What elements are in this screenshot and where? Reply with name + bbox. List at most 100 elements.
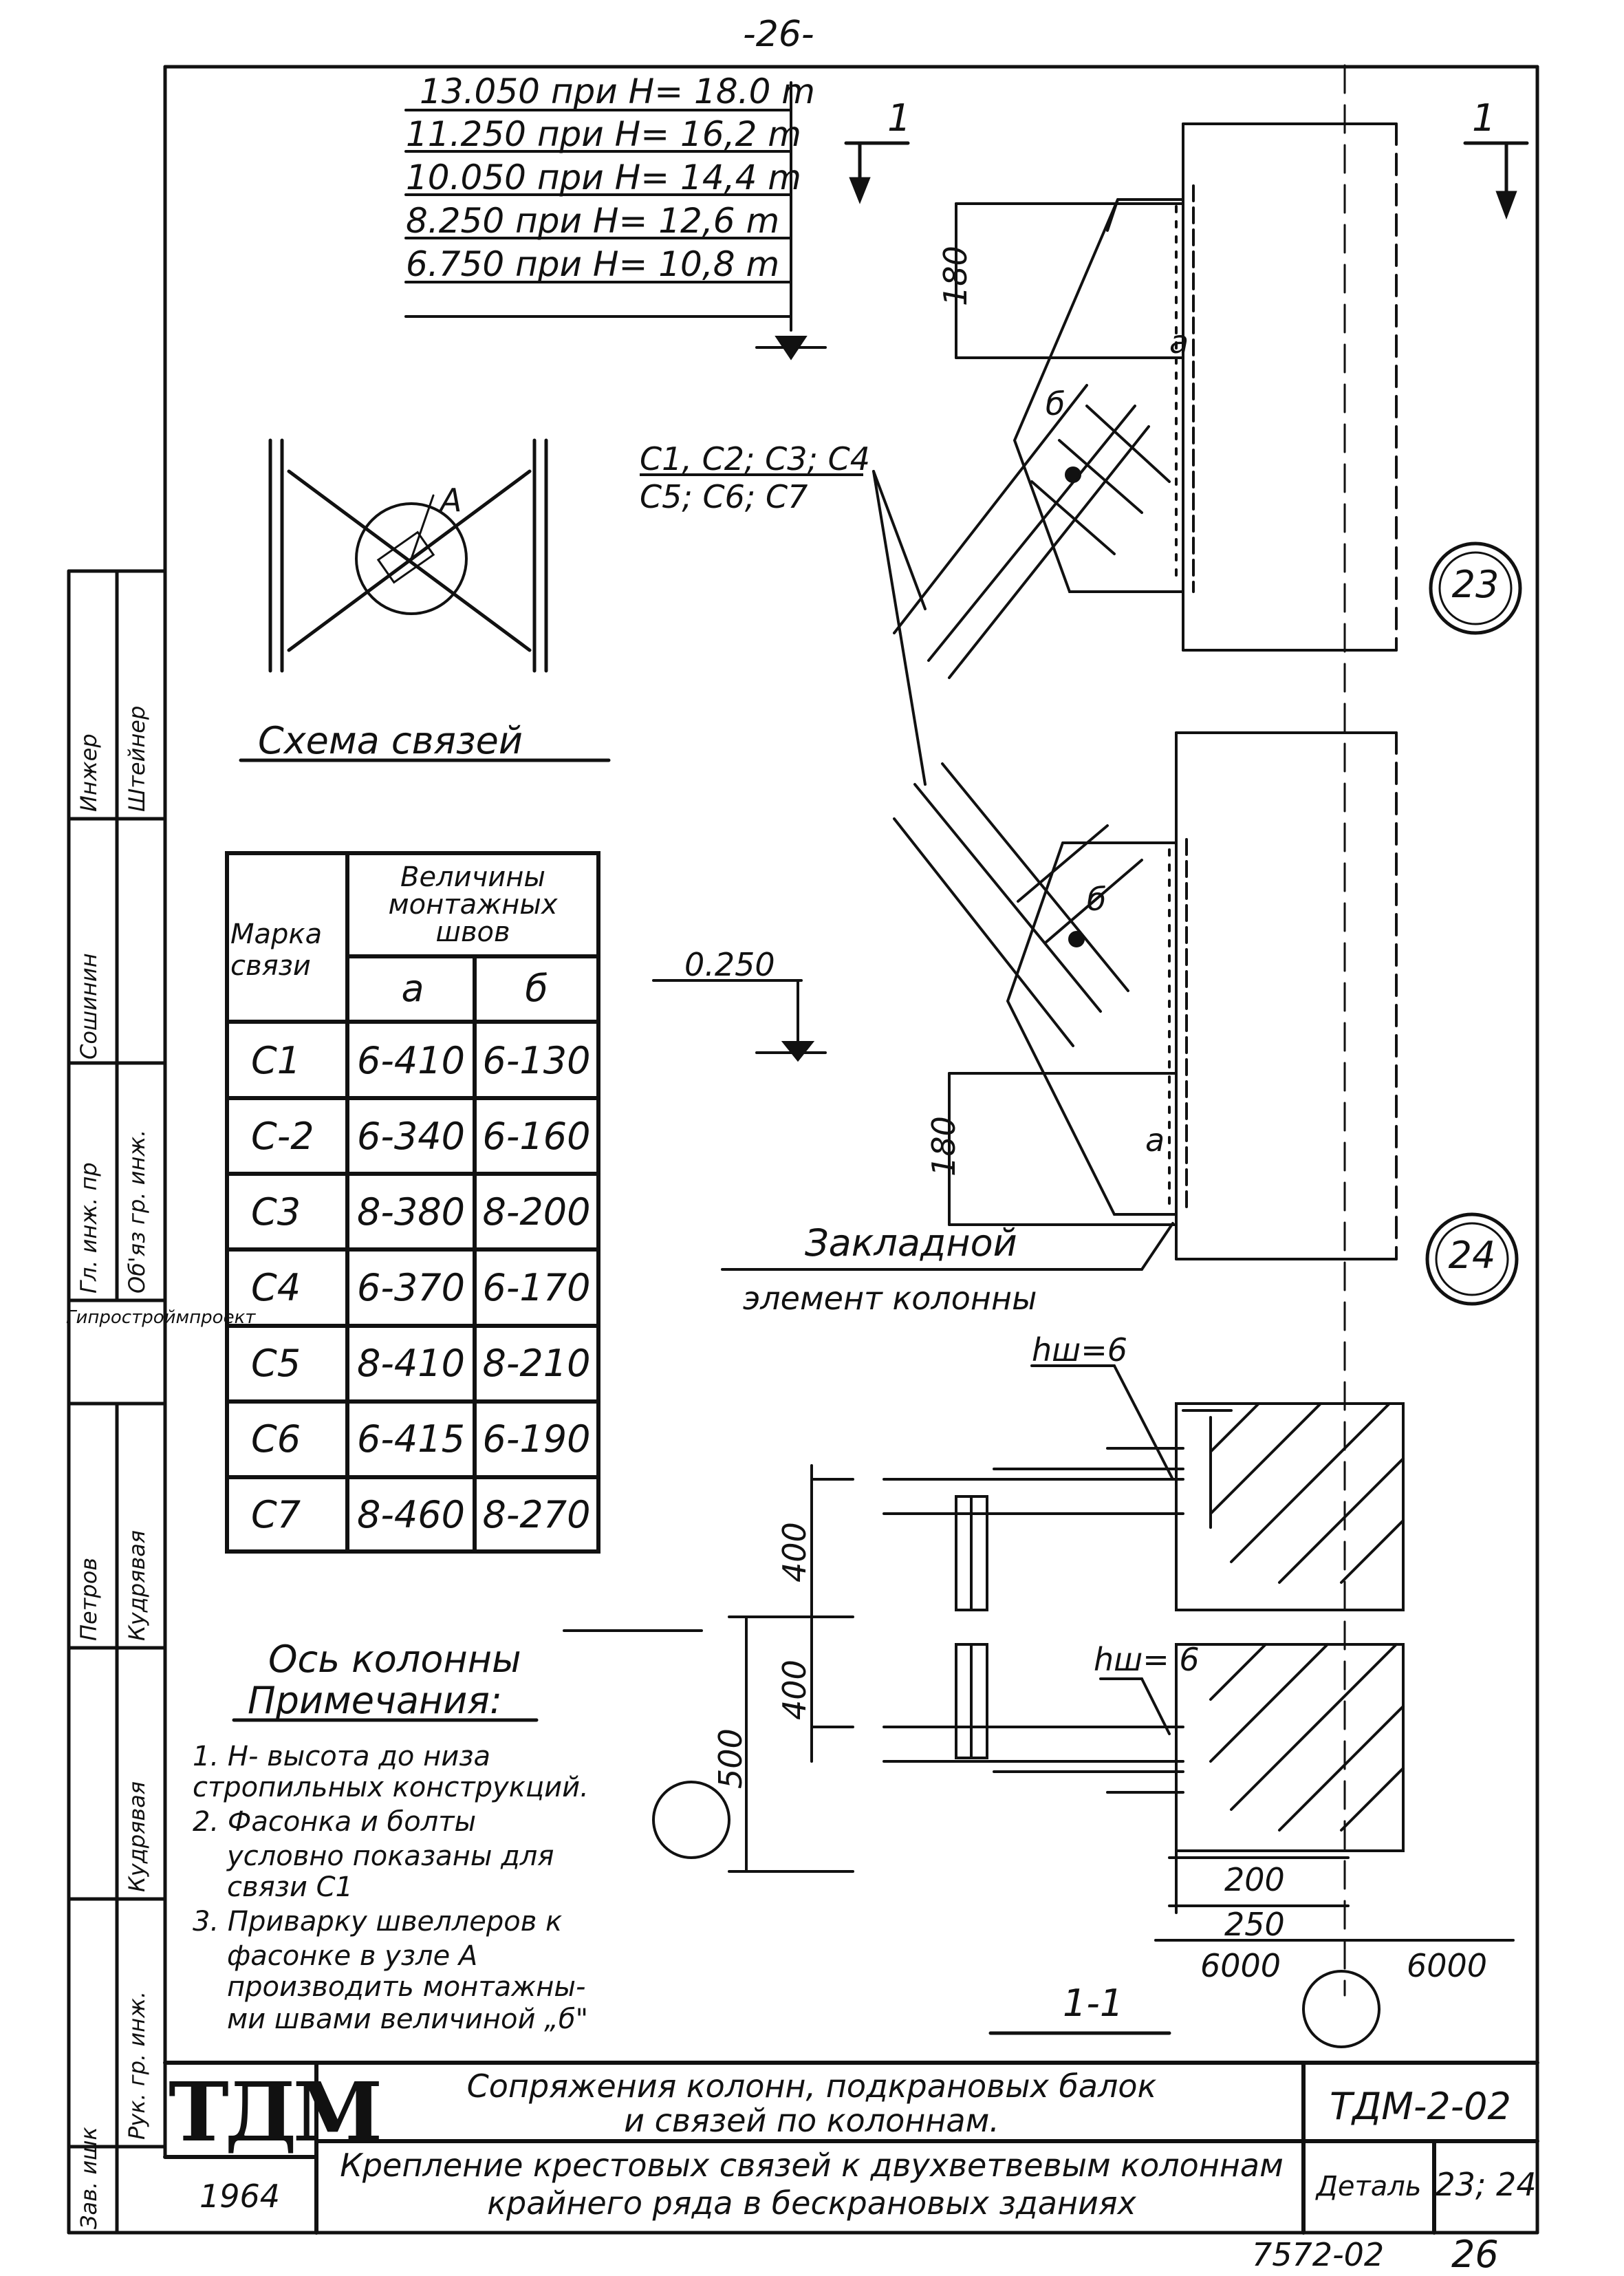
table-row-mark: C4 [251, 1266, 301, 1309]
table-row-mark: C6 [251, 1417, 301, 1461]
table-row-mark: C1 [251, 1039, 301, 1082]
axis-bubble-left [652, 1781, 730, 1859]
bracing-scheme-drawing [268, 438, 548, 673]
detail-label: Деталь [1316, 2171, 1422, 2202]
table-row-mark: C3 [251, 1190, 301, 1234]
stamp-cell: Кудрявая [124, 1529, 150, 1641]
dim-400-upper: 400 [776, 1522, 813, 1582]
embedded-label-line1: Закладной [805, 1221, 1017, 1265]
dim-500: 500 [712, 1728, 749, 1789]
dim-180-bottom: 180 [925, 1116, 962, 1177]
elevation-row-4: 8.250 при Н= 12,6 m [406, 201, 780, 241]
elevation-lines [404, 81, 792, 332]
table-row-b: 6-160 [482, 1115, 591, 1158]
bracing-marks-line1: C1, C2; C3; C4 [640, 440, 871, 477]
dim-6000-right: 6000 [1407, 1947, 1488, 1984]
table-row-b: 8-210 [482, 1342, 591, 1385]
note-line: 2. Фасонка и болты [193, 1806, 477, 1838]
column-axis-label: Ось колонны [268, 1638, 521, 1681]
section-mark-left [844, 141, 910, 204]
section-mark-left-label: 1 [887, 96, 911, 140]
node-23-label: 23 [1451, 563, 1500, 606]
stamp-cell: Штейнер [124, 705, 150, 812]
stamp-cell: Об'яз гр. инж. [124, 1129, 150, 1293]
table-row-b: 8-200 [482, 1190, 591, 1234]
table-row-mark: C5 [251, 1342, 301, 1385]
note-line: стропильных конструкций. [193, 1772, 589, 1803]
level-0250: 0.250 [684, 946, 775, 983]
elevation-row-5: 6.750 при Н= 10,8 m [406, 244, 780, 284]
weld-label-b-top: б [1046, 385, 1065, 422]
node-23-circle [1429, 541, 1522, 635]
table-row-a: 6-340 [357, 1115, 465, 1158]
side-stamp-grid [67, 569, 167, 2235]
dim-250: 250 [1224, 1906, 1285, 1943]
note-line: 3. Приварку швеллеров к [193, 1906, 563, 1937]
stamp-code: 7572-02 [1252, 2236, 1385, 2273]
section-mark-right-label: 1 [1472, 96, 1496, 140]
bracing-marks-line2: C5; C6; C7 [640, 478, 808, 515]
series-code: ТДМ-2-02 [1330, 2085, 1511, 2128]
section-1-1-label: 1-1 [1063, 1982, 1124, 2025]
table-row-a: 6-415 [357, 1417, 465, 1461]
year: 1964 [199, 2178, 281, 2215]
stamp-cell: Инжер [76, 733, 102, 812]
table-row-b: 6-130 [482, 1039, 591, 1082]
note-line: производить монтажны- [227, 1971, 586, 2003]
weld-label-a-bottom: a [1145, 1121, 1165, 1159]
node-label-A: A [440, 482, 462, 519]
elevation-row-2: 11.250 при Н= 16,2 m [406, 114, 801, 154]
dim-200: 200 [1224, 1861, 1285, 1898]
weld-table-grid [225, 851, 600, 1554]
note-line: ми швами величиной „б" [227, 2004, 588, 2035]
node-24-circle [1425, 1212, 1519, 1306]
note-line: 1. Н- высота до низа [193, 1741, 491, 1772]
table-row-mark: C7 [251, 1493, 301, 1536]
table-sub-a: a [401, 967, 424, 1010]
table-header-mark: Марка связи [230, 919, 323, 982]
elevation-row-3: 10.050 при Н= 14,4 m [406, 158, 801, 197]
node-24-drawing [652, 731, 1398, 1271]
table-row-b: 8-270 [482, 1493, 591, 1536]
table-row-mark: C-2 [251, 1115, 314, 1158]
node-24-label: 24 [1448, 1234, 1496, 1277]
table-row-a: 8-460 [357, 1493, 465, 1536]
elevation-marker [755, 336, 827, 361]
stamp-org: Гипростроймпроект [66, 1307, 256, 1328]
section-mark-right [1463, 141, 1529, 220]
subtitle-line2: крайнего ряда в бескрановых зданиях [487, 2184, 1136, 2222]
section-1-1-drawing [563, 1364, 1515, 1942]
stamp-cell: Рук. гр. инж. [124, 1990, 150, 2140]
table-row-a: 6-410 [357, 1039, 465, 1082]
table-row-b: 6-170 [482, 1266, 591, 1309]
table-row-a: 6-370 [357, 1266, 465, 1309]
note-line: фасонке в узле A [227, 1940, 478, 1972]
stamp-cell: Гл. инж. пр [76, 1162, 102, 1293]
stamp-cell: Кудрявая [124, 1781, 150, 1892]
table-row-a: 8-380 [357, 1190, 465, 1234]
stamp-cell: Петров [76, 1557, 102, 1641]
node-23-drawing [872, 122, 1398, 786]
page-number: -26- [743, 14, 814, 55]
stamp-cell: Зав. ишк [76, 2127, 102, 2229]
title-line1: Сопряжения колонн, подкрановых балок [466, 2068, 1157, 2105]
table-row-b: 6-190 [482, 1417, 591, 1461]
dim-180-top: 180 [937, 246, 974, 306]
hw-upper: hш=6 [1032, 1331, 1128, 1368]
note-line: связи C1 [227, 1871, 353, 1903]
hw-lower: hш= 6 [1094, 1641, 1200, 1678]
title-block-grid [163, 2061, 1539, 2235]
note-line: условно показаны для [227, 1840, 554, 1872]
logo: ТДМ [169, 2064, 382, 2160]
subtitle-line1: Крепление крестовых связей к двухветвевы… [340, 2147, 1284, 2184]
bracing-marks-divider [640, 473, 863, 476]
elevation-row-1: 13.050 при Н= 18.0 m [420, 72, 815, 111]
notes-title: Примечания: [248, 1679, 503, 1722]
embedded-label-line2: элемент колонны [743, 1280, 1037, 1317]
table-header-values: Величины монтажных швов [388, 861, 558, 948]
stamp-page: 26 [1451, 2233, 1499, 2276]
detail-value: 23; 24 [1435, 2166, 1537, 2203]
weld-label-a-top: a [1169, 323, 1189, 361]
stamp-cell: Сошинин [76, 953, 102, 1060]
